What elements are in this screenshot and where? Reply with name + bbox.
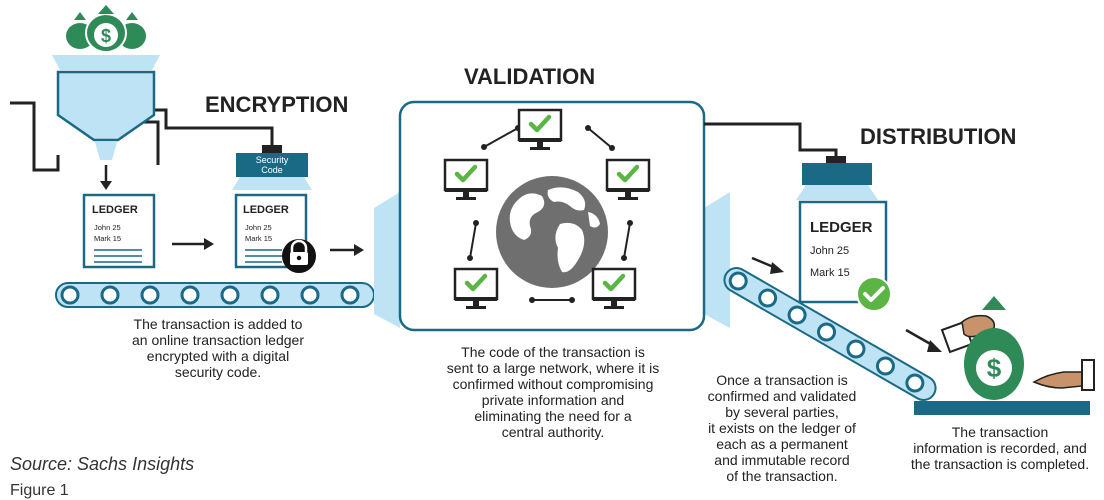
conveyor-roller bbox=[140, 285, 160, 305]
hand-receiving-icon bbox=[1032, 359, 1095, 391]
conveyor-roller bbox=[340, 285, 360, 305]
pipe-right bbox=[138, 108, 274, 150]
encryption-caption: The transaction is added to an online tr… bbox=[131, 316, 304, 380]
globe-icon bbox=[496, 176, 608, 288]
pipe-distribution bbox=[704, 122, 838, 157]
figure-label: Figure 1 bbox=[10, 482, 69, 499]
ledger-3-line1: John 25 bbox=[810, 245, 849, 257]
ledger-3-title: LEDGER bbox=[810, 219, 873, 236]
computer-check-icon bbox=[591, 267, 637, 309]
funnel-rim bbox=[52, 55, 160, 70]
ledger-1-title: LEDGER bbox=[92, 204, 138, 216]
conveyor-roller bbox=[260, 285, 280, 305]
completion-caption: The transaction information is recorded,… bbox=[910, 424, 1090, 472]
ledger-1-line1: John 25 bbox=[94, 223, 121, 232]
arrow-diagonal-icon bbox=[905, 328, 942, 352]
money-bag-dollar-2: $ bbox=[987, 353, 1002, 383]
pipe-left bbox=[10, 101, 60, 172]
pipe-right-2 bbox=[138, 120, 160, 165]
distribution-title: DISTRIBUTION bbox=[860, 124, 1016, 149]
arrow-right-icon bbox=[172, 238, 214, 250]
funnel-spout bbox=[95, 142, 117, 160]
security-label-line2: Code bbox=[261, 165, 283, 175]
conveyor-roller bbox=[817, 322, 837, 342]
ledger-2-title: LEDGER bbox=[243, 204, 289, 216]
distribution-stamp bbox=[796, 156, 878, 200]
security-label-line1: Security bbox=[256, 155, 289, 165]
padlock-icon bbox=[282, 239, 316, 273]
conveyor-roller bbox=[100, 285, 120, 305]
conveyor-belt-2 bbox=[723, 267, 937, 401]
validation-wedge-right bbox=[704, 192, 730, 328]
validation-title: VALIDATION bbox=[464, 64, 595, 89]
computer-check-icon bbox=[453, 267, 499, 309]
validation-wedge-left bbox=[374, 192, 400, 328]
arrow-diagonal-icon bbox=[751, 256, 784, 274]
ledger-2-line2: Mark 15 bbox=[245, 234, 272, 243]
encryption-title: ENCRYPTION bbox=[205, 92, 348, 117]
source-note: Source: Sachs Insights bbox=[10, 454, 195, 474]
conveyor-roller bbox=[846, 339, 866, 359]
conveyor-roller bbox=[787, 305, 807, 325]
ledger-2-line1: John 25 bbox=[245, 223, 272, 232]
arrow-down-icon bbox=[100, 165, 112, 190]
ledger-3-line2: Mark 15 bbox=[810, 267, 850, 279]
validation-network bbox=[374, 100, 730, 332]
ledger-document-1: LEDGER John 25 Mark 15 bbox=[82, 193, 156, 269]
completion-platform bbox=[914, 401, 1090, 415]
conveyor-roller bbox=[758, 288, 778, 308]
completion-group: $ bbox=[914, 296, 1095, 415]
funnel-body bbox=[56, 70, 156, 142]
conveyor-roller bbox=[60, 285, 80, 305]
conveyor-roller bbox=[300, 285, 320, 305]
conveyor-roller bbox=[220, 285, 240, 305]
conveyor-roller bbox=[728, 271, 748, 291]
validation-caption: The code of the transaction is sent to a… bbox=[446, 344, 660, 440]
funnel-group: $ bbox=[10, 5, 274, 190]
ledger-1-line2: Mark 15 bbox=[94, 234, 121, 243]
check-badge-icon bbox=[856, 276, 892, 312]
distribution-caption: Once a transaction is confirmed and vali… bbox=[707, 372, 857, 484]
conveyor-roller bbox=[875, 356, 895, 376]
computer-check-icon bbox=[443, 158, 489, 200]
conveyor-roller bbox=[180, 285, 200, 305]
conveyor-roller bbox=[905, 373, 925, 393]
money-bag-icon: $ bbox=[964, 296, 1024, 400]
conveyor-belt-1 bbox=[55, 282, 375, 308]
computer-check-icon bbox=[605, 158, 651, 200]
arrow-right-icon bbox=[330, 244, 364, 256]
money-bag-dollar: $ bbox=[101, 26, 111, 46]
computer-check-icon bbox=[517, 108, 563, 150]
security-code-stamp: Security Code bbox=[232, 145, 312, 190]
money-bags-icon: $ bbox=[66, 5, 146, 53]
